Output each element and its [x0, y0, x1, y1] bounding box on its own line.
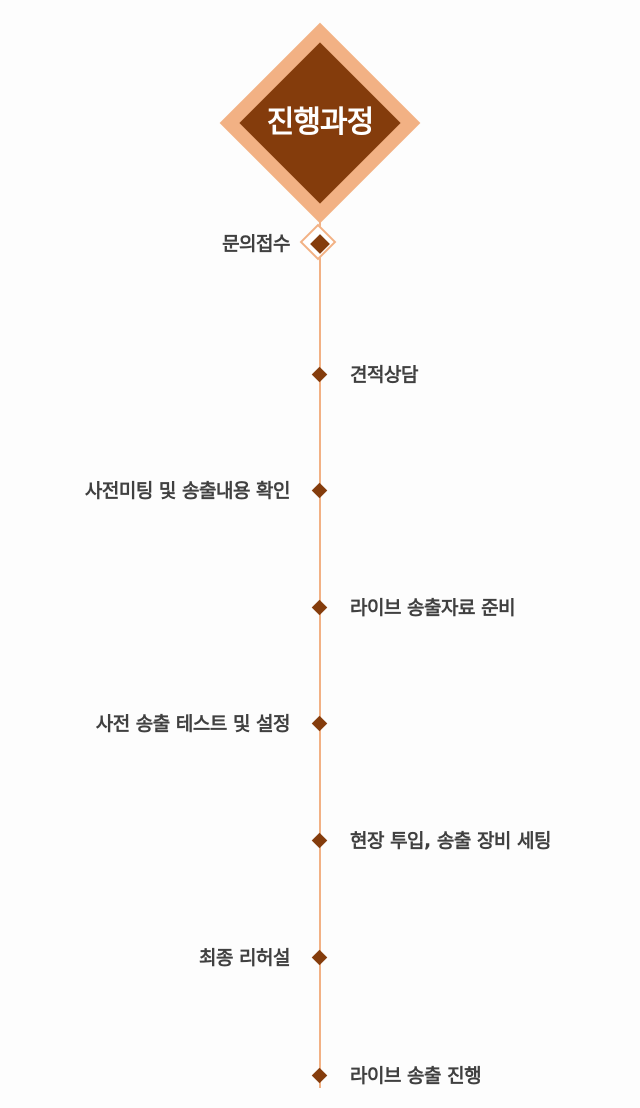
step-label: 사전 송출 테스트 및 설정 — [95, 713, 291, 735]
step-marker — [311, 599, 328, 616]
step-label: 현장 투입, 송출 장비 세팅 — [350, 830, 551, 852]
step-label: 견적상담 — [350, 364, 418, 386]
step-label: 최종 리허설 — [198, 947, 291, 969]
timeline-line — [319, 212, 321, 1088]
step-label: 라이브 송출자료 준비 — [350, 597, 516, 619]
step-marker — [311, 482, 328, 499]
page-title: 진행과정 — [266, 105, 374, 140]
step-label: 라이브 송출 진행 — [350, 1065, 482, 1087]
step-label: 사전미팅 및 송출내용 확인 — [84, 480, 291, 502]
step-label: 문의접수 — [222, 233, 290, 255]
step-marker — [311, 949, 328, 966]
step-marker — [311, 1067, 328, 1084]
step-marker — [311, 832, 328, 849]
step-marker — [311, 366, 328, 383]
step-marker — [311, 715, 328, 732]
